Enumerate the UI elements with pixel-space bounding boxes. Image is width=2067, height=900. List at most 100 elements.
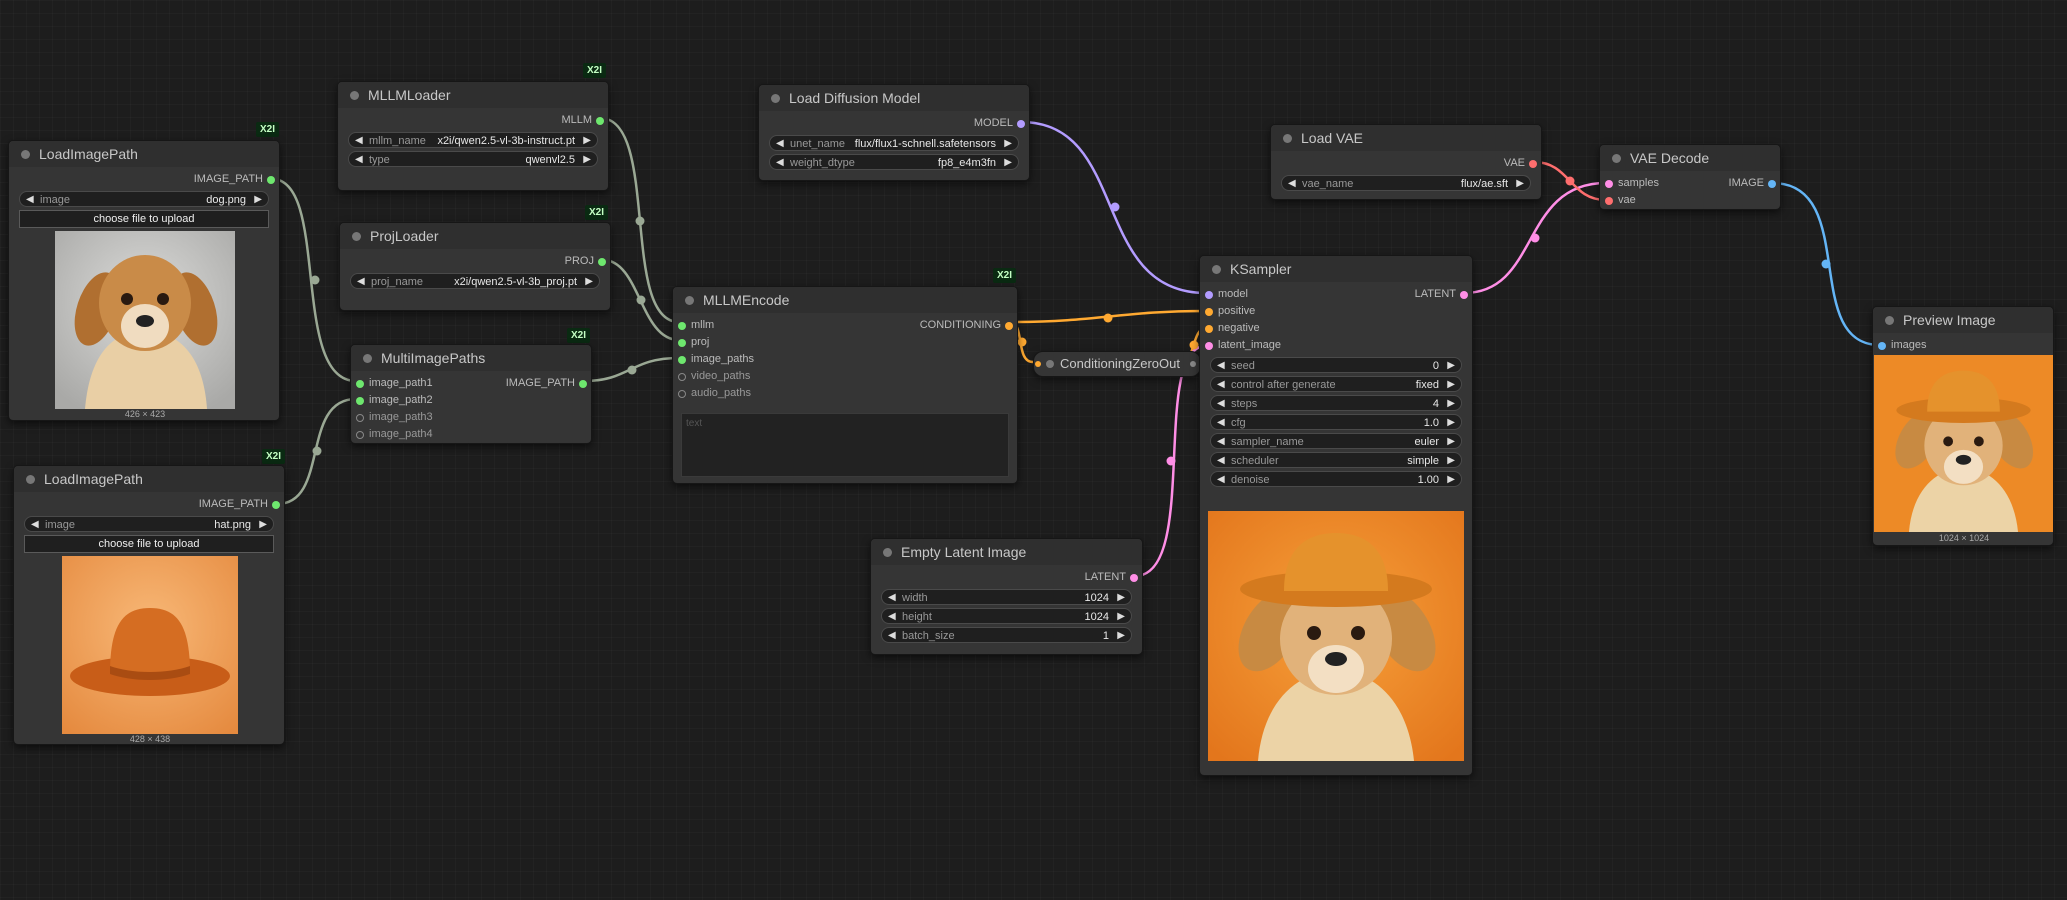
input-socket-icon[interactable] (678, 339, 686, 347)
node-title[interactable]: Empty Latent Image (871, 539, 1142, 565)
output-socket-icon[interactable] (1768, 180, 1776, 188)
collapse-dot-icon[interactable] (352, 231, 361, 241)
output-socket-icon[interactable] (1529, 160, 1537, 168)
arrow-left-icon[interactable]: ◀ (888, 630, 896, 641)
collapse-dot-icon[interactable] (1046, 360, 1054, 368)
input-image-path4[interactable]: image_path4 (351, 426, 591, 443)
input-socket-icon[interactable] (356, 380, 364, 388)
arrow-right-icon[interactable]: ▶ (1004, 138, 1012, 149)
arrow-right-icon[interactable]: ▶ (1447, 455, 1455, 466)
node-title[interactable]: ProjLoader (340, 223, 610, 249)
arrow-left-icon[interactable]: ◀ (888, 592, 896, 603)
arrow-left-icon[interactable]: ◀ (776, 157, 784, 168)
input-proj[interactable]: proj (673, 334, 1017, 351)
arrow-left-icon[interactable]: ◀ (1217, 474, 1225, 485)
choose-file-button[interactable]: choose file to upload (24, 535, 274, 553)
input-image-path2[interactable]: image_path2 (351, 392, 591, 409)
node-title[interactable]: VAE Decode (1600, 145, 1780, 171)
choose-file-button[interactable]: choose file to upload (19, 210, 269, 228)
output-model[interactable]: MODEL (759, 115, 1029, 132)
arrow-left-icon[interactable]: ◀ (1217, 360, 1225, 371)
output-vae[interactable]: VAE (1271, 155, 1541, 172)
input-image-paths[interactable]: image_paths (673, 351, 1017, 368)
output-latent[interactable]: LATENT (1372, 286, 1472, 303)
collapse-dot-icon[interactable] (685, 295, 694, 305)
arrow-right-icon[interactable]: ▶ (1516, 178, 1524, 189)
arrow-right-icon[interactable]: ▶ (1447, 417, 1455, 428)
input-socket-icon[interactable] (356, 397, 364, 405)
input-socket-icon[interactable] (678, 373, 686, 381)
arrow-right-icon[interactable]: ▶ (583, 154, 591, 165)
output-conditioning[interactable]: CONDITIONING (857, 317, 1017, 334)
arrow-left-icon[interactable]: ◀ (355, 135, 363, 146)
arrow-left-icon[interactable]: ◀ (1217, 417, 1225, 428)
input-video-paths[interactable]: video_paths (673, 368, 1017, 385)
input-audio-paths[interactable]: audio_paths (673, 385, 1017, 402)
output-mllm[interactable]: MLLM (338, 112, 608, 129)
output-socket-icon[interactable] (598, 258, 606, 266)
output-proj[interactable]: PROJ (340, 253, 610, 270)
node-title[interactable]: Preview Image (1873, 307, 2053, 333)
arrow-left-icon[interactable]: ◀ (888, 611, 896, 622)
output-image[interactable]: IMAGE (1700, 175, 1780, 192)
input-samples[interactable]: samples (1600, 175, 1780, 192)
output-image-path[interactable]: IMAGE_PATH (471, 375, 591, 392)
arrow-right-icon[interactable]: ▶ (583, 135, 591, 146)
collapse-dot-icon[interactable] (771, 93, 780, 103)
node-title[interactable]: KSampler (1200, 256, 1472, 282)
multi-image-paths-node[interactable]: MultiImagePaths IMAGE_PATH image_path1 i… (350, 344, 592, 444)
input-image-path1[interactable]: image_path1 (351, 375, 591, 392)
collapse-dot-icon[interactable] (1212, 264, 1221, 274)
input-socket-icon[interactable] (1605, 180, 1613, 188)
arrow-right-icon[interactable]: ▶ (1117, 630, 1125, 641)
input-socket-icon[interactable] (678, 390, 686, 398)
arrow-right-icon[interactable]: ▶ (259, 519, 267, 530)
node-title[interactable]: Load Diffusion Model (759, 85, 1029, 111)
node-title[interactable]: MLLMLoader (338, 82, 608, 108)
collapse-dot-icon[interactable] (26, 474, 35, 484)
node-title[interactable]: Load VAE (1271, 125, 1541, 151)
input-socket-icon[interactable] (356, 414, 364, 422)
output-socket-icon[interactable] (1017, 120, 1025, 128)
arrow-right-icon[interactable]: ▶ (1447, 379, 1455, 390)
output-socket-icon[interactable] (267, 176, 275, 184)
collapse-dot-icon[interactable] (350, 90, 359, 100)
arrow-right-icon[interactable]: ▶ (1117, 611, 1125, 622)
output-image-path[interactable]: IMAGE_PATH (14, 496, 284, 513)
input-positive[interactable]: positive (1200, 303, 1472, 320)
ksampler-node[interactable]: KSampler LATENT model positive negative … (1199, 255, 1473, 776)
output-socket-icon[interactable] (272, 501, 280, 509)
input-image-path3[interactable]: image_path3 (351, 409, 591, 426)
input-socket-icon[interactable] (1035, 361, 1041, 367)
arrow-left-icon[interactable]: ◀ (357, 276, 365, 287)
input-socket-icon[interactable] (1205, 291, 1213, 299)
input-images[interactable]: images (1873, 337, 2053, 354)
arrow-right-icon[interactable]: ▶ (254, 194, 262, 205)
input-socket-icon[interactable] (1205, 325, 1213, 333)
arrow-left-icon[interactable]: ◀ (1217, 379, 1225, 390)
node-title[interactable]: MLLMEncode (673, 287, 1017, 313)
input-socket-icon[interactable] (1878, 342, 1886, 350)
arrow-left-icon[interactable]: ◀ (1217, 455, 1225, 466)
arrow-right-icon[interactable]: ▶ (1447, 360, 1455, 371)
vae-decode-node[interactable]: VAE Decode IMAGE samples vae (1599, 144, 1781, 210)
input-socket-icon[interactable] (678, 356, 686, 364)
node-title[interactable]: LoadImagePath (9, 141, 279, 167)
